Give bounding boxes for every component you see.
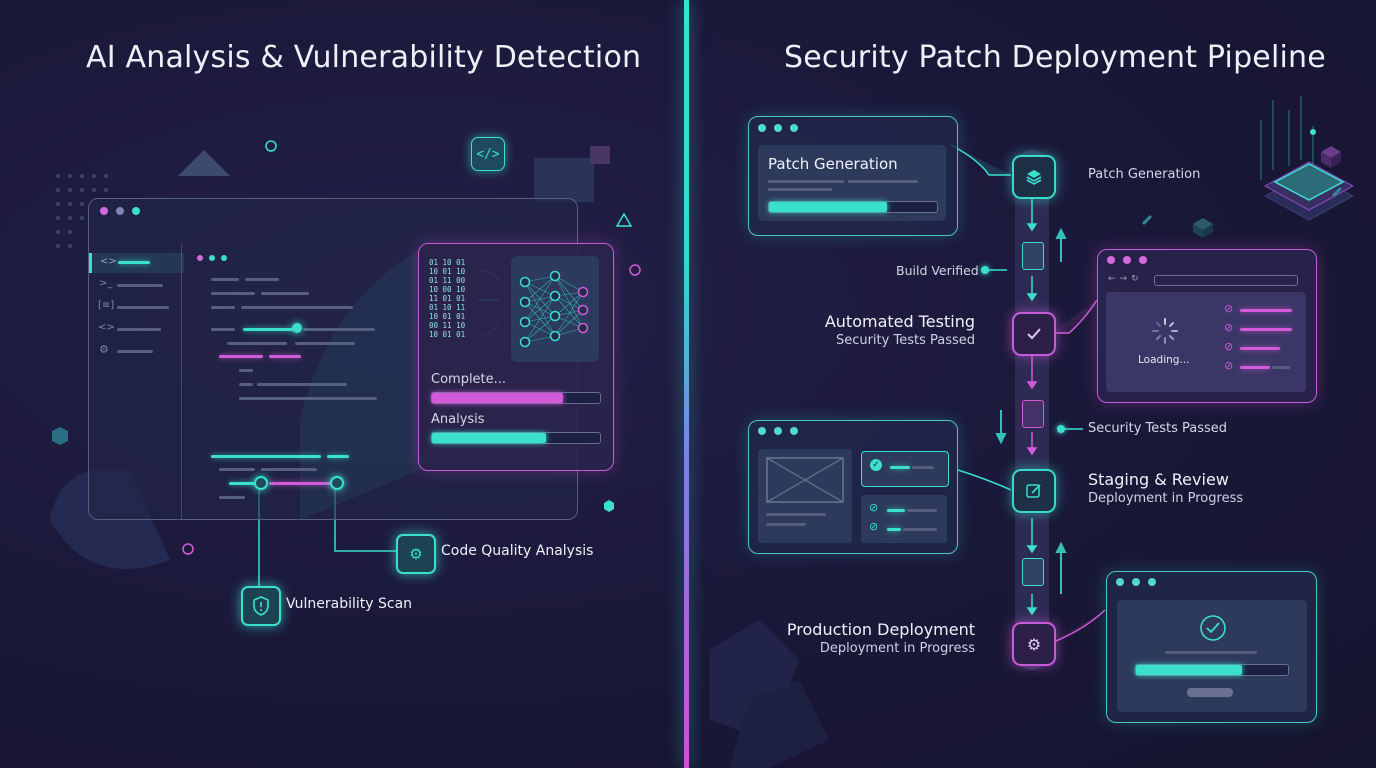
circle-decoration <box>182 543 194 555</box>
sidebar-item[interactable]: [≡] <box>89 297 181 317</box>
document-icon <box>1022 242 1044 270</box>
neural-network-icon <box>519 270 589 348</box>
analysis-label: Analysis <box>431 412 485 427</box>
sidebar-item[interactable]: ⚙ <box>89 341 181 361</box>
sidebar-item-active[interactable]: <> <box>89 253 184 273</box>
window-controls <box>758 124 798 132</box>
triangle-decoration <box>178 150 230 176</box>
action-button[interactable] <box>1187 688 1233 697</box>
check-circle-icon: ⊘ <box>869 501 879 514</box>
complete-label: Complete... <box>431 372 507 387</box>
automated-testing-label: Automated Testing <box>824 312 975 331</box>
triangle-decoration <box>615 212 633 227</box>
circle-decoration <box>265 140 277 152</box>
box-decoration <box>590 146 610 164</box>
pipeline-rail <box>1015 150 1049 670</box>
automated-testing-sublabel: Security Tests Passed <box>835 333 975 348</box>
check-list: ⊘ ⊘ <box>861 495 947 543</box>
right-title: Security Patch Deployment Pipeline <box>784 40 1326 75</box>
ai-analysis-panel: 01 10 01 10 01 10 01 11 00 10 00 10 11 0… <box>418 243 614 471</box>
window-controls <box>758 427 798 435</box>
dot-grid-decoration <box>56 174 108 248</box>
check-row: ✓ <box>861 451 949 487</box>
browser-content: Loading... ⊘ ⊘ ⊘ ⊘ <box>1106 292 1306 392</box>
binary-stream: 01 10 01 10 01 10 01 11 00 10 00 10 11 0… <box>429 258 466 339</box>
left-title: AI Analysis & Vulnerability Detection <box>86 40 642 75</box>
hexagon-decoration <box>604 500 614 512</box>
box-decoration <box>534 158 594 202</box>
code-quality-icon[interactable]: ⚙ <box>396 534 436 574</box>
hexagon-decoration <box>52 427 68 445</box>
production-card-body <box>1117 600 1307 712</box>
pipeline-arrows <box>1026 196 1038 302</box>
check-circle-icon: ⊘ <box>1224 359 1234 372</box>
code-icon: <> <box>100 256 117 267</box>
window-controls <box>1107 256 1147 264</box>
brackets-icon: [≡] <box>98 300 115 311</box>
production-progress-bar <box>1135 664 1289 676</box>
window-controls <box>100 207 140 215</box>
quality-marker[interactable] <box>330 476 344 490</box>
check-circle-icon: ⊘ <box>869 520 879 533</box>
document-icon <box>1022 558 1044 586</box>
marker-dot <box>292 323 302 333</box>
preview-pane <box>758 449 852 543</box>
sidebar-item[interactable]: >_ <box>89 275 181 295</box>
check-circle-icon <box>1200 615 1226 641</box>
sidebar-item[interactable]: <> <box>89 319 181 339</box>
edit-icon[interactable] <box>1012 469 1056 513</box>
patch-card-title: Patch Generation <box>768 155 898 173</box>
patch-generation-card: Patch Generation <box>748 116 958 236</box>
staging-card: ✓ ⊘ ⊘ <box>748 420 958 554</box>
iso-stack-decoration <box>1141 96 1355 238</box>
editor-sidebar: <> >_ [≡] <> ⚙ <box>89 243 184 519</box>
production-deployment-label: Production Deployment <box>786 620 975 639</box>
vulnerability-marker[interactable] <box>254 476 268 490</box>
window-controls <box>1116 578 1156 586</box>
document-icon <box>1022 400 1044 428</box>
connector-dot <box>981 266 989 274</box>
gear-icon: ⚙ <box>99 343 109 356</box>
analysis-progress-bar <box>431 432 601 444</box>
shield-icon[interactable] <box>241 586 281 626</box>
loading-text: Loading... <box>1138 354 1190 366</box>
gear-icon[interactable]: ⚙ <box>1012 622 1056 666</box>
check-circle-icon: ⊘ <box>1224 340 1234 353</box>
patch-card-body: Patch Generation <box>758 145 946 221</box>
browser-nav-icons[interactable]: ←→↻ <box>1108 274 1143 284</box>
vulnerability-scan-label: Vulnerability Scan <box>286 596 413 612</box>
connector-dot <box>1057 425 1065 433</box>
check-circle-icon: ⊘ <box>1224 302 1234 315</box>
security-tests-label: Security Tests Passed <box>1088 421 1228 436</box>
editor-tab-dots <box>197 255 227 261</box>
build-verified-label: Build Verified <box>896 263 979 278</box>
production-deployment-sublabel: Deployment in Progress <box>819 641 975 656</box>
code-icon: <> <box>98 322 115 333</box>
circle-decoration <box>629 264 641 276</box>
check-circle-icon: ✓ <box>870 459 882 471</box>
layers-icon[interactable] <box>1012 155 1056 199</box>
patch-generation-label: Patch Generation <box>1088 167 1201 182</box>
staging-review-sublabel: Deployment in Progress <box>1088 491 1244 506</box>
address-bar[interactable] <box>1154 275 1298 286</box>
staging-review-label: Staging & Review <box>1088 470 1229 489</box>
complete-progress-bar <box>431 392 601 404</box>
check-icon[interactable] <box>1012 312 1056 356</box>
production-card <box>1106 571 1317 723</box>
center-divider <box>684 0 689 768</box>
code-icon: </> <box>471 137 505 171</box>
code-quality-label: Code Quality Analysis <box>441 543 594 559</box>
neural-network-box <box>511 256 599 362</box>
image-placeholder-icon <box>766 457 844 503</box>
terminal-icon: >_ <box>99 278 113 289</box>
check-circle-icon: ⊘ <box>1224 321 1234 334</box>
patch-progress-bar <box>768 201 938 213</box>
testing-browser-card: ←→↻ Loading... ⊘ ⊘ ⊘ ⊘ <box>1097 249 1317 403</box>
spinner-icon <box>1152 318 1178 344</box>
